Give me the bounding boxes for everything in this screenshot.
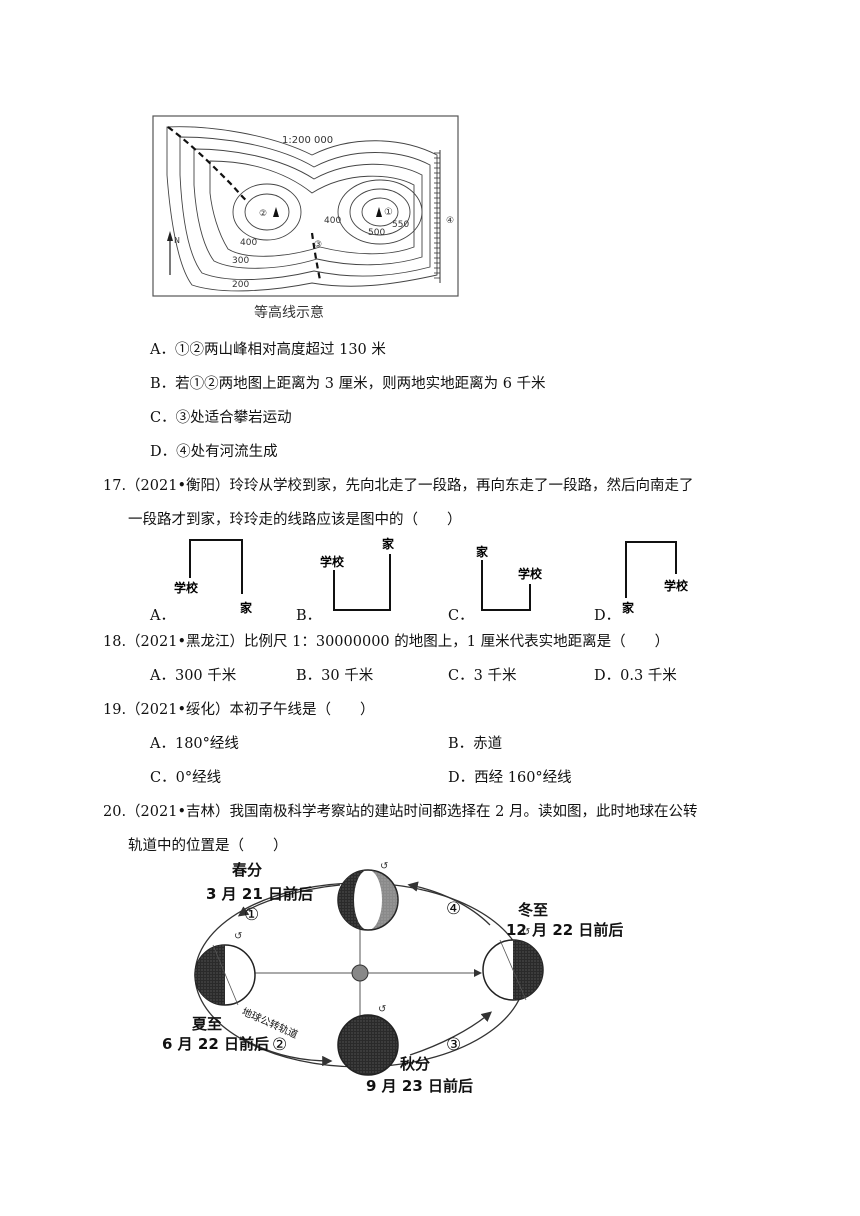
autumn-date: 9 月 23 日前后: [366, 1077, 473, 1095]
label-400-a: 400: [324, 216, 341, 226]
svg-text:家: 家: [240, 600, 253, 615]
svg-text:家: 家: [476, 544, 489, 559]
summer-mark: ②: [272, 1035, 288, 1055]
svg-text:学校: 学校: [320, 554, 345, 569]
svg-text:学校: 学校: [518, 566, 543, 581]
summer-date: 6 月 22 日前后: [162, 1035, 269, 1053]
marker-3: ③: [314, 240, 322, 250]
route-option-b-label: B．: [296, 608, 322, 624]
q16-option-b: B．若①②两地图上距离为 3 厘米，则两地实地距离为 6 千米: [150, 376, 546, 392]
label-300: 300: [232, 256, 249, 266]
q16-option-a: A．①②两山峰相对高度超过 130 米: [150, 342, 386, 358]
winter-label: 冬至: [518, 901, 549, 919]
svg-text:↺: ↺: [522, 927, 530, 938]
route-d-drawing: 家 学校: [622, 541, 689, 615]
orbit-drawing: ↺ ↺ ↺ ↺: [194, 861, 544, 1076]
q20-stem-line2: 轨道中的位置是（ ）: [128, 838, 288, 854]
route-option-a-label: A．: [150, 608, 175, 624]
q18-option-b: B．30 千米: [296, 668, 374, 684]
q19-stem: 19.（2021•绥化）本初子午线是（ ）: [103, 702, 375, 718]
q18-option-d: D．0.3 千米: [594, 668, 677, 684]
q18-option-c: C．3 千米: [448, 668, 517, 684]
label-550: 550: [392, 220, 409, 230]
q18-option-a: A．300 千米: [150, 668, 237, 684]
marker-4: ④: [446, 216, 454, 226]
label-500: 500: [368, 228, 385, 238]
q19-option-b: B．赤道: [448, 736, 503, 752]
route-c-drawing: 家 学校: [476, 544, 543, 611]
spring-date: 3 月 21 日前后: [206, 885, 313, 903]
q19-option-a: A．180°经线: [150, 736, 239, 752]
svg-text:↺: ↺: [234, 931, 242, 942]
autumn-label: 秋分: [400, 1055, 431, 1073]
map-scale: 1:200 000: [282, 135, 333, 146]
contour-map-caption: 等高线示意: [254, 305, 324, 321]
route-b-drawing: 学校 家: [320, 536, 395, 611]
q17-stem-line2: 一段路才到家，玲玲走的线路应该是图中的（ ）: [128, 512, 462, 528]
q16-option-c: C．③处适合攀岩运动: [150, 410, 292, 426]
q19-option-d: D．西经 160°经线: [448, 770, 572, 786]
svg-text:家: 家: [622, 600, 635, 615]
marker-1: ①: [384, 207, 393, 218]
q19-option-c: C．0°经线: [150, 770, 222, 786]
spring-mark: ①: [244, 905, 260, 925]
contour-map: 1:200 000 ② ① 400 400 300 200 500 550 ③ …: [152, 115, 459, 297]
route-option-d: 家 学校: [618, 536, 728, 616]
route-option-c-label: C．: [448, 608, 474, 624]
q17-stem-line1: 17.（2021•衡阳）玲玲从学校到家，先向北走了一段路，再向东走了一段路，然后…: [103, 478, 694, 494]
q18-stem: 18.（2021•黑龙江）比例尺 1：30000000 的地图上，1 厘米代表实…: [103, 634, 670, 650]
label-400-b: 400: [240, 238, 257, 248]
spring-label: 春分: [232, 861, 263, 879]
svg-text:家: 家: [382, 536, 395, 551]
route-option-c: 家 学校: [470, 536, 580, 616]
summer-label: 夏至: [192, 1015, 223, 1033]
route-option-b: 学校 家: [318, 536, 428, 616]
route-option-a: 学校 家: [150, 536, 270, 616]
svg-text:↺: ↺: [378, 1004, 386, 1015]
q20-stem-line1: 20.（2021•吉林）我国南极科学考察站的建站时间都选择在 2 月。读如图，此…: [103, 804, 698, 820]
route-option-d-label: D．: [594, 608, 621, 624]
svg-text:↺: ↺: [380, 861, 388, 872]
label-200: 200: [232, 280, 249, 290]
winter-date: 12 月 22 日前后: [506, 921, 624, 939]
orbit-diagram: ↺ ↺ ↺ ↺ 春分 3 月 21 日前后 ① ④ 冬至 12 月 22 日前后…: [150, 855, 630, 1107]
winter-mark: ④: [446, 899, 462, 919]
svg-text:学校: 学校: [174, 580, 199, 595]
marker-2: ②: [259, 209, 267, 219]
q16-option-d: D．④处有河流生成: [150, 444, 278, 460]
svg-text:学校: 学校: [664, 578, 689, 593]
north-label: N: [174, 236, 180, 245]
route-a-drawing: 学校 家: [174, 539, 253, 615]
contour-map-figure: 1:200 000 ② ① 400 400 300 200 500 550 ③ …: [152, 115, 459, 297]
autumn-mark: ③: [446, 1035, 462, 1055]
